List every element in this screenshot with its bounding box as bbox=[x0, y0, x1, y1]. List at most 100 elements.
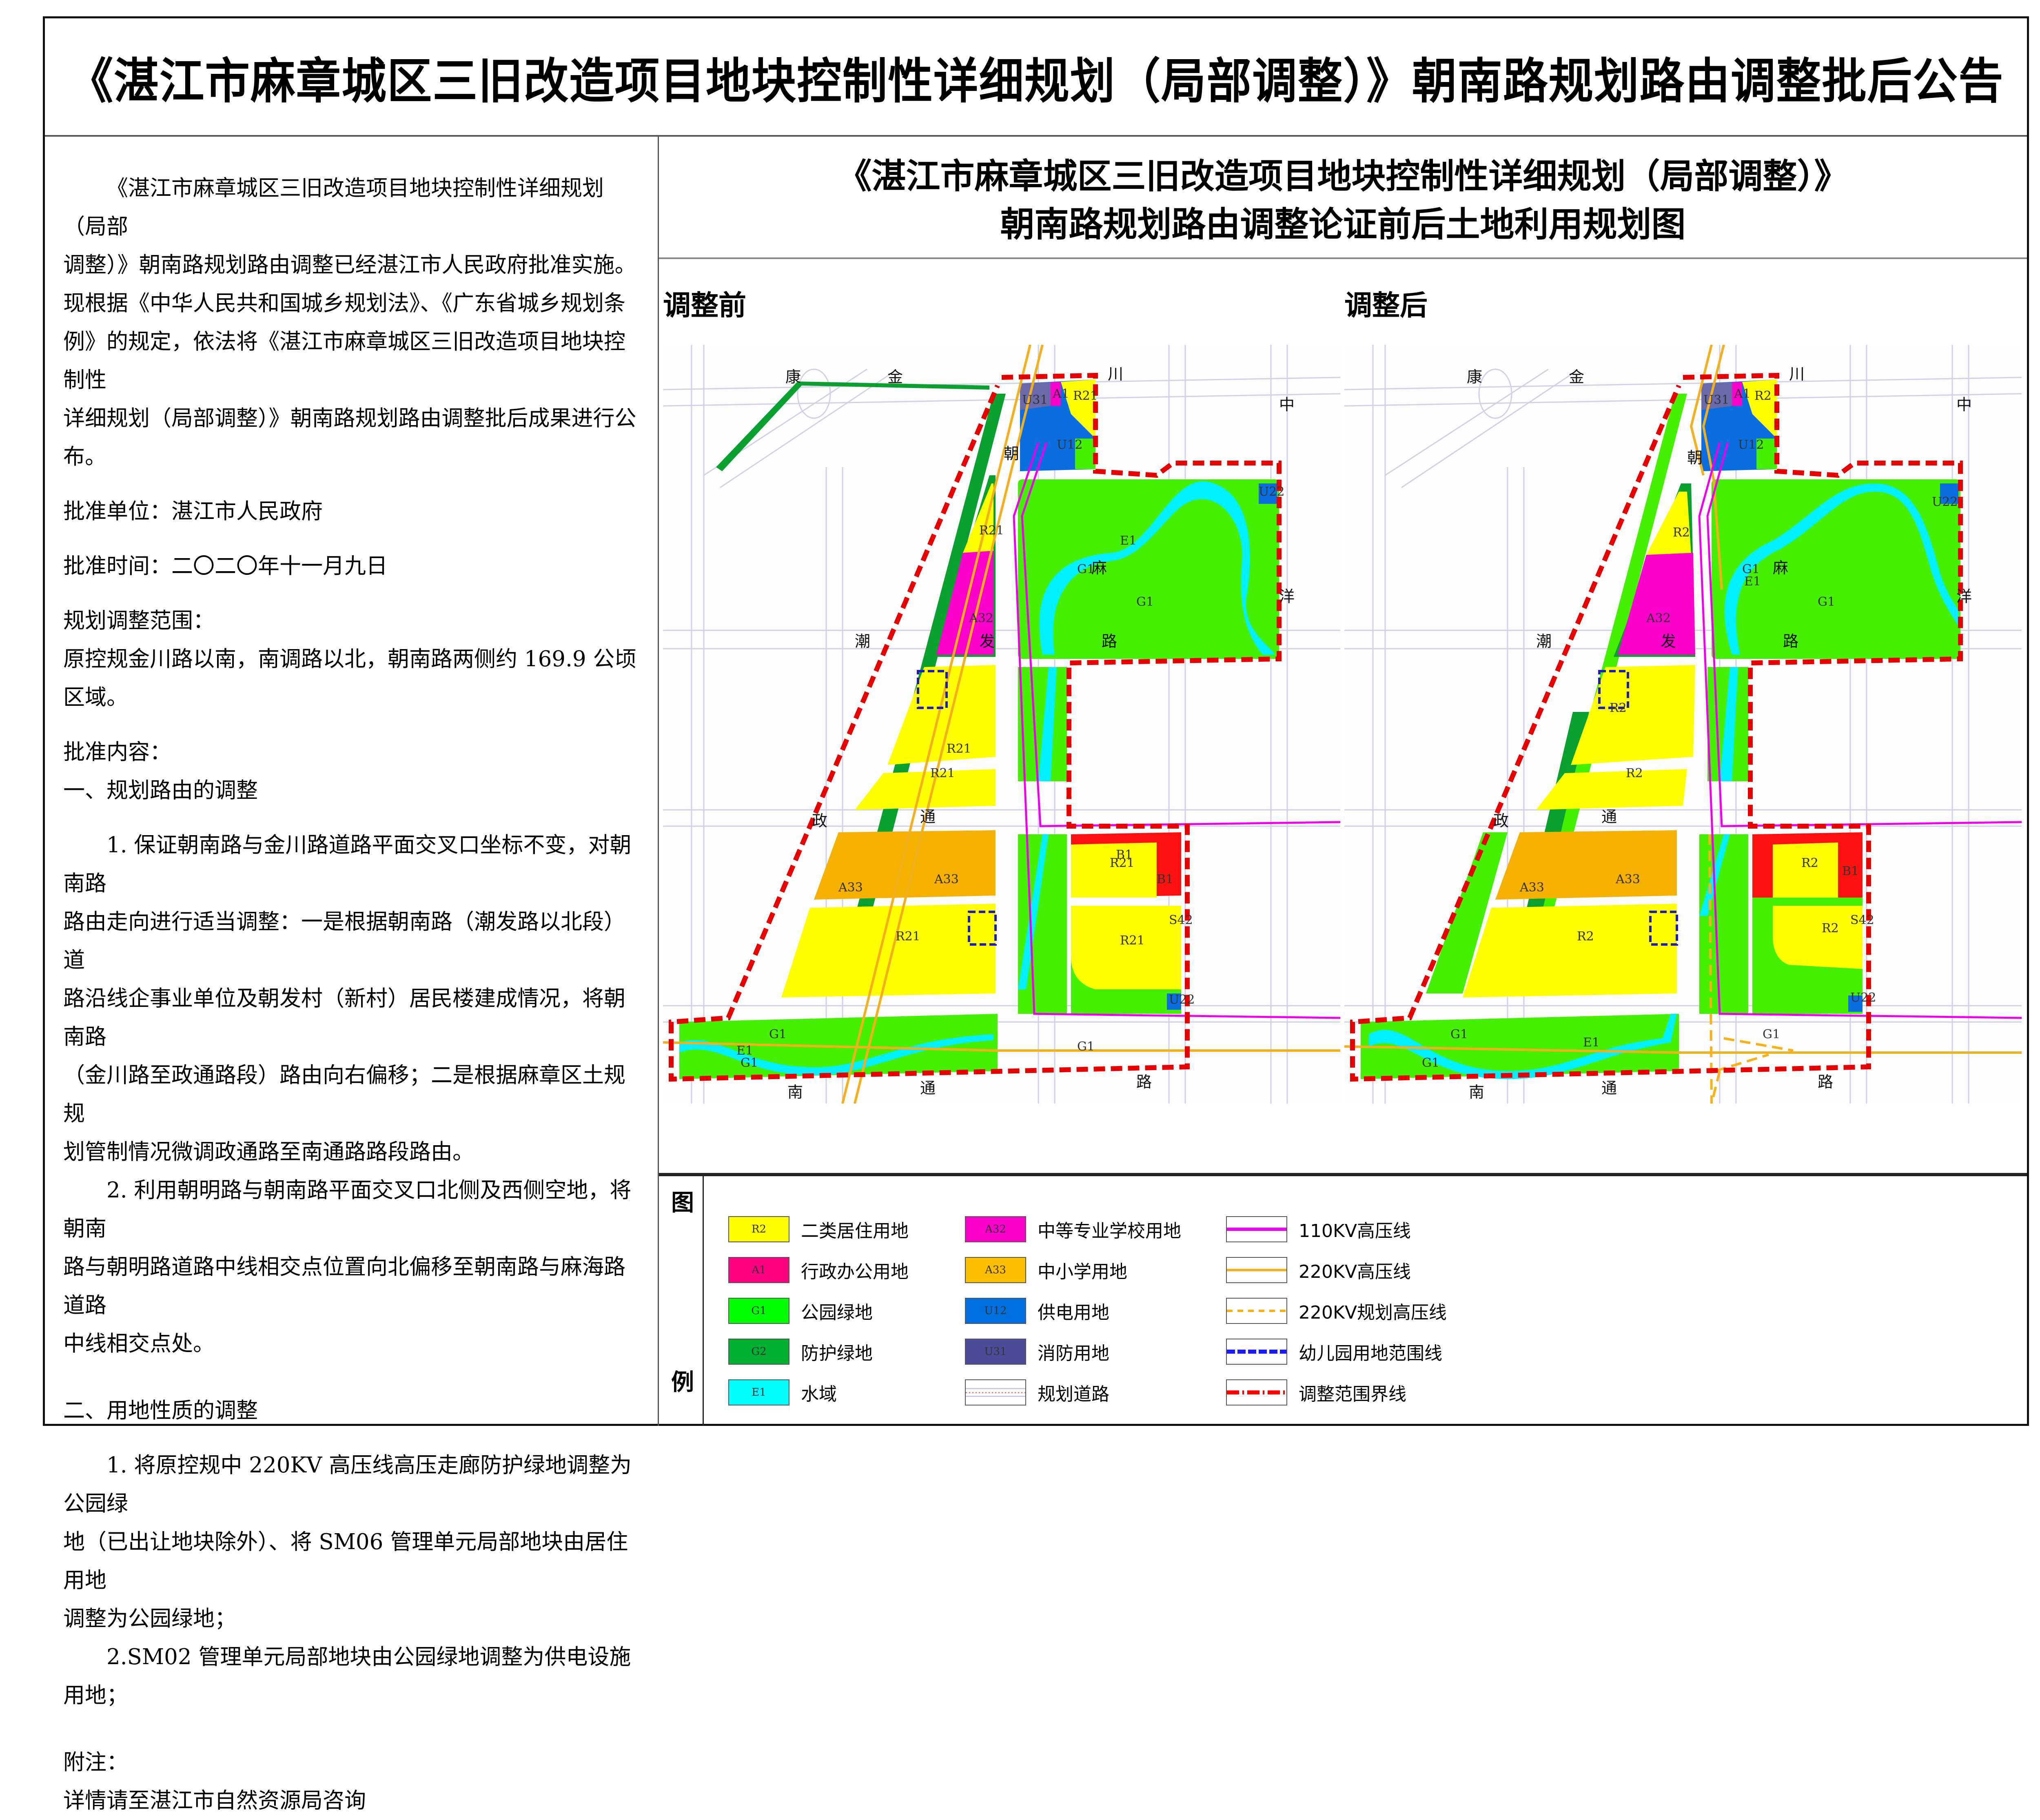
announcement-text-panel: 《湛江市麻章城区三旧改造项目地块控制性详细规划（局部 调整）》朝南路规划路由调整… bbox=[45, 137, 659, 1813]
kindergarten-boundary-icon bbox=[1226, 1339, 1287, 1365]
notice-frame: 《湛江市麻章城区三旧改造项目地块控制性详细规划（局部调整）》朝南路规划路由调整批… bbox=[43, 16, 2029, 1813]
section1-line: 路与朝明路道路中线相交点位置向北偏移至朝南路与麻海路道路 bbox=[63, 1255, 625, 1318]
svg-text:A33: A33 bbox=[1615, 872, 1640, 887]
scope-text: 原控规金川路以南，南调路以北，朝南路两侧约 169.9 公顷区域。 bbox=[63, 647, 636, 710]
svg-text:政: 政 bbox=[812, 812, 827, 830]
svg-text:U22: U22 bbox=[1259, 485, 1284, 499]
svg-text:G1: G1 bbox=[1077, 562, 1095, 576]
svg-text:R2: R2 bbox=[1673, 525, 1690, 540]
svg-text:E1: E1 bbox=[1583, 1035, 1600, 1050]
svg-text:E1: E1 bbox=[1744, 574, 1761, 589]
svg-text:麻: 麻 bbox=[1773, 559, 1788, 577]
svg-text:洋: 洋 bbox=[1956, 587, 1972, 605]
svg-text:R2: R2 bbox=[1610, 701, 1627, 715]
svg-text:A33: A33 bbox=[838, 880, 863, 895]
svg-text:通: 通 bbox=[1601, 808, 1617, 826]
adjustment-boundary-icon bbox=[1226, 1379, 1287, 1405]
after-label: 调整后 bbox=[1344, 290, 1428, 322]
svg-text:R21: R21 bbox=[947, 742, 971, 756]
note-text: 详情请至湛江市自然资源局咨询 bbox=[63, 1788, 366, 1813]
svg-text:E1: E1 bbox=[736, 1044, 753, 1058]
svg-text:G1: G1 bbox=[1818, 595, 1835, 609]
svg-text:S42: S42 bbox=[1850, 913, 1874, 927]
legend-item-g1: G1 公园绿地 bbox=[728, 1290, 965, 1331]
section1-title: 一、规划路由的调整 bbox=[63, 778, 258, 803]
svg-text:路: 路 bbox=[1102, 632, 1117, 650]
svg-text:通: 通 bbox=[920, 808, 936, 826]
svg-text:政: 政 bbox=[1493, 812, 1509, 830]
svg-text:U12: U12 bbox=[1738, 438, 1764, 452]
intro-line: 详细规划（局部调整）》朝南路规划路由调整批后成果进行公布。 bbox=[63, 406, 636, 469]
svg-text:G1: G1 bbox=[1742, 562, 1760, 576]
svg-text:通: 通 bbox=[1601, 1079, 1617, 1097]
svg-text:发: 发 bbox=[979, 632, 995, 650]
svg-text:R21: R21 bbox=[979, 523, 1004, 538]
svg-text:R2: R2 bbox=[1577, 929, 1594, 944]
svg-text:路: 路 bbox=[1783, 632, 1798, 650]
u31-swatch: U31 bbox=[965, 1339, 1026, 1365]
svg-text:R21: R21 bbox=[896, 929, 920, 944]
section1-line: 中线相交点处。 bbox=[63, 1331, 215, 1356]
legend-item-220kv: 220KV高压线 bbox=[1226, 1250, 1512, 1290]
section1-line: 1. 保证朝南路与金川路道路平面交叉口坐标不变，对朝南路 bbox=[63, 833, 632, 896]
svg-text:麻: 麻 bbox=[1091, 559, 1107, 577]
svg-text:B1: B1 bbox=[1842, 864, 1859, 878]
svg-text:朝: 朝 bbox=[1004, 445, 1019, 463]
220kv-planned-line-icon bbox=[1226, 1298, 1287, 1324]
svg-text:金: 金 bbox=[887, 368, 903, 386]
svg-text:潮: 潮 bbox=[855, 632, 870, 650]
legend-heading: 图 例 bbox=[659, 1176, 704, 1426]
svg-text:川: 川 bbox=[1789, 365, 1805, 383]
legend-item-adjustment-boundary: 调整范围界线 bbox=[1226, 1372, 1512, 1413]
svg-text:中: 中 bbox=[1279, 396, 1295, 414]
legend-item-u31: U31 消防用地 bbox=[965, 1331, 1226, 1372]
planned-road-icon bbox=[965, 1379, 1026, 1405]
legend-item-kindergarten-boundary: 幼儿园用地范围线 bbox=[1226, 1331, 1512, 1372]
svg-text:G1: G1 bbox=[741, 1056, 758, 1070]
svg-text:G1: G1 bbox=[1422, 1056, 1439, 1070]
map-panel: 《湛江市麻章城区三旧改造项目地块控制性详细规划（局部调整）》 朝南路规划路由调整… bbox=[659, 137, 2027, 1426]
220kv-line-icon bbox=[1226, 1257, 1287, 1283]
before-label: 调整前 bbox=[663, 290, 747, 322]
svg-text:川: 川 bbox=[1108, 365, 1123, 383]
svg-text:B1: B1 bbox=[1116, 848, 1133, 862]
r2-swatch: R2 bbox=[728, 1216, 789, 1242]
svg-text:南: 南 bbox=[787, 1083, 803, 1101]
svg-text:康: 康 bbox=[1467, 368, 1482, 386]
svg-text:R21: R21 bbox=[1120, 933, 1145, 948]
section2-line: 调整为公园绿地； bbox=[63, 1606, 236, 1631]
svg-text:R21: R21 bbox=[1110, 856, 1135, 870]
section2-title: 二、用地性质的调整 bbox=[63, 1398, 258, 1423]
legend-item-r2: R2 二类居住用地 bbox=[728, 1209, 965, 1250]
legend: 图 例 R2 二类居住用地 A32 中等专业学校用地 110KV高压线 A1 bbox=[659, 1173, 2027, 1426]
svg-text:A32: A32 bbox=[969, 611, 993, 625]
legend-grid: R2 二类居住用地 A32 中等专业学校用地 110KV高压线 A1 行政办公用… bbox=[728, 1209, 1512, 1413]
svg-text:U22: U22 bbox=[1850, 991, 1876, 1005]
intro-line: 《湛江市麻章城区三旧改造项目地块控制性详细规划（局部 bbox=[63, 176, 604, 239]
legend-item-a1: A1 行政办公用地 bbox=[728, 1250, 965, 1290]
intro-line: 现根据《中华人民共和国城乡规划法》、《广东省城乡规划条 bbox=[63, 291, 625, 316]
svg-text:通: 通 bbox=[920, 1079, 936, 1097]
110kv-line-icon bbox=[1226, 1216, 1287, 1242]
g2-swatch: G2 bbox=[728, 1339, 789, 1365]
section2-line: 2.SM02 管理单元局部地块由公园绿地调整为供电设施用地； bbox=[63, 1645, 631, 1708]
g1-swatch: G1 bbox=[728, 1298, 789, 1324]
svg-text:U12: U12 bbox=[1057, 438, 1082, 452]
section1-line: 路由走向进行适当调整：一是根据朝南路（潮发路以北段）道 bbox=[63, 909, 625, 973]
svg-text:E1: E1 bbox=[1120, 534, 1137, 548]
svg-text:R2: R2 bbox=[1626, 766, 1643, 780]
legend-item-220kv-planned: 220KV规划高压线 bbox=[1226, 1290, 1512, 1331]
svg-text:康: 康 bbox=[785, 368, 801, 386]
intro-line: 调整）》朝南路规划路由调整已经湛江市人民政府批准实施。 bbox=[63, 253, 636, 277]
svg-text:中: 中 bbox=[1956, 396, 1972, 414]
svg-text:R21: R21 bbox=[1073, 389, 1098, 403]
svg-text:B1: B1 bbox=[1157, 872, 1173, 887]
legend-item-g2: G2 防护绿地 bbox=[728, 1331, 965, 1372]
svg-text:A33: A33 bbox=[1519, 880, 1544, 895]
legend-item-u12: U12 供电用地 bbox=[965, 1290, 1226, 1331]
svg-text:R21: R21 bbox=[930, 766, 955, 780]
